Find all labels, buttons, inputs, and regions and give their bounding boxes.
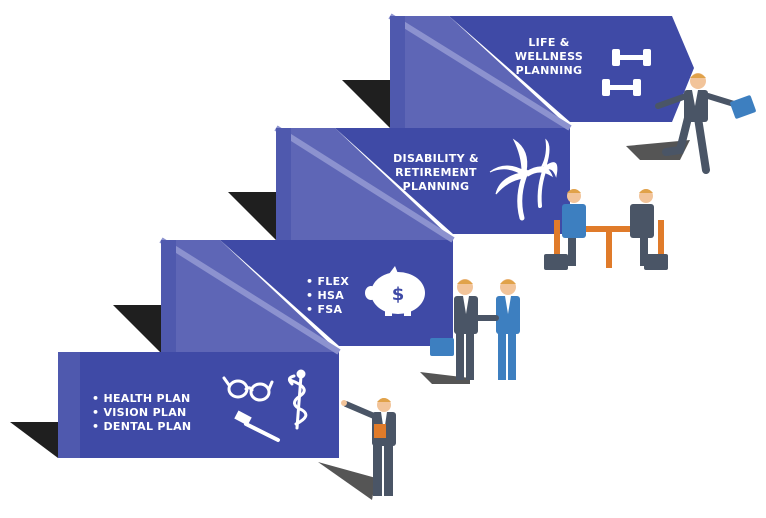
- step-1-line-3: • DENTAL PLAN: [92, 420, 192, 433]
- toothbrush-icon: [234, 410, 280, 442]
- step-3-label: DISABILITY & RETIREMENT PLANNING: [388, 152, 484, 194]
- people-handshake: [420, 279, 520, 384]
- stair-shadows: [10, 80, 390, 458]
- step-1-fold: [58, 352, 80, 458]
- step-2-line-3: • FSA: [306, 303, 343, 316]
- svg-text:$: $: [392, 284, 405, 305]
- step-1-health: [58, 352, 339, 458]
- step-3-disability: [274, 125, 570, 243]
- step-4-line-1: LIFE &: [528, 36, 570, 49]
- people-at-table: [544, 189, 668, 270]
- step-2-panel: [161, 240, 453, 346]
- step-4-line-2: WELLNESS: [514, 50, 584, 63]
- step-3-panel: [276, 128, 570, 234]
- step-4-line-3: PLANNING: [515, 64, 583, 77]
- step-1-panel: [58, 352, 339, 458]
- glasses-icon: [222, 376, 274, 402]
- step-3-line-1: DISABILITY &: [393, 152, 479, 165]
- step-3-line-2: RETIREMENT: [395, 166, 477, 179]
- palm-tree-icon: [489, 138, 558, 221]
- step-2-flex: [159, 237, 453, 355]
- step-2-label: • FLEX • HSA • FSA: [306, 275, 349, 317]
- step-4-wellness: [388, 13, 694, 131]
- step-1-line-2: • VISION PLAN: [92, 406, 187, 419]
- step-3-line-3: PLANNING: [402, 180, 470, 193]
- step-4-label: LIFE & WELLNESS PLANNING: [506, 36, 592, 78]
- caduceus-icon: [287, 369, 308, 430]
- step-1-label: • HEALTH PLAN • VISION PLAN • DENTAL PLA…: [92, 392, 191, 434]
- step-2-line-2: • HSA: [306, 289, 345, 302]
- person-running: [626, 73, 756, 174]
- piggy-bank-icon: $: [365, 266, 425, 316]
- step-2-line-1: • FLEX: [306, 275, 350, 288]
- step-1-line-1: • HEALTH PLAN: [92, 392, 191, 405]
- dumbbell-icon: [602, 49, 651, 96]
- person-pointing: [318, 398, 396, 500]
- step-4-panel: [390, 16, 694, 122]
